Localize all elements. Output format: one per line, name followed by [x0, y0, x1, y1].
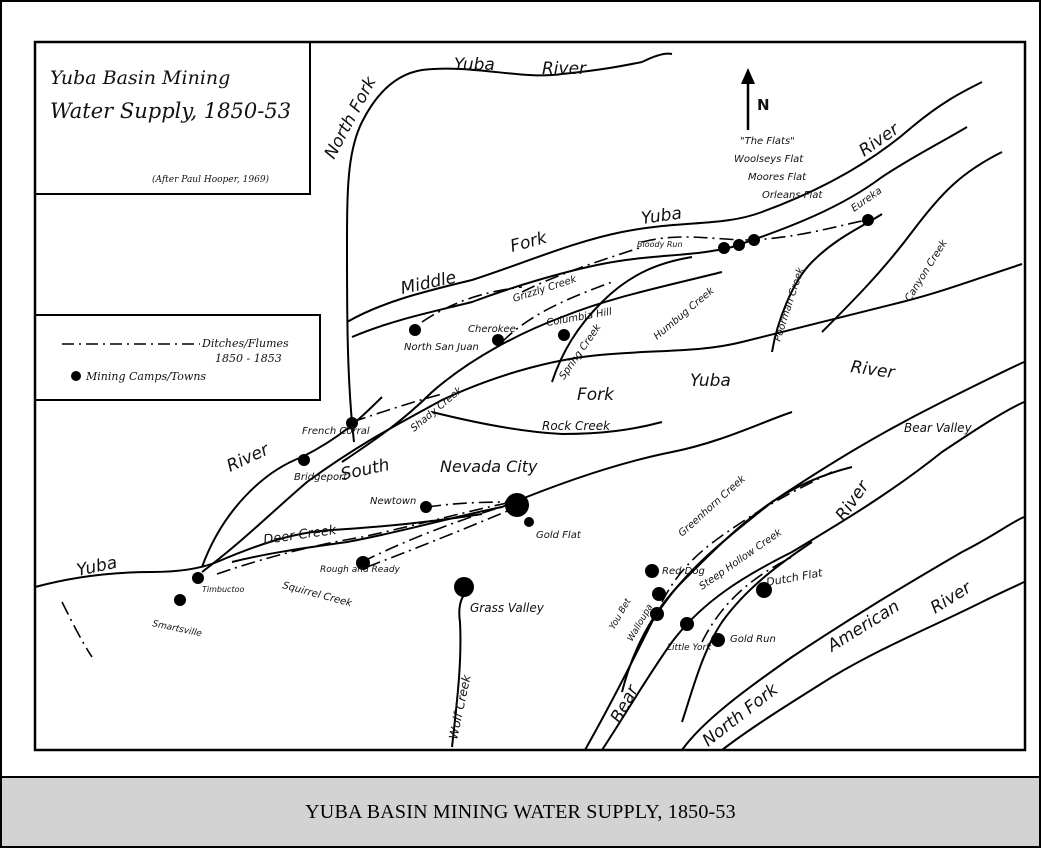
label-north-fork-am: North Fork — [699, 679, 783, 751]
label-gold-run: Gold Run — [730, 634, 776, 645]
town-dot-north-san-juan — [409, 324, 421, 336]
label-little-york: Little York — [667, 643, 712, 653]
town-dot-timbuctoo — [192, 572, 204, 584]
map-title-line1: Yuba Basin Mining — [50, 67, 230, 89]
label-middle: Middle — [399, 268, 458, 299]
map-area: Yuba Basin Mining Water Supply, 1850-53 … — [2, 2, 1039, 778]
label-bear-valley: Bear Valley — [904, 421, 973, 435]
label-american: American — [823, 596, 903, 656]
label-smartsville: Smartsville — [151, 619, 203, 639]
town-dot-little-york — [680, 617, 694, 631]
label-bridgeport: Bridgeport — [294, 472, 348, 483]
town-dot-dutch-flat — [756, 582, 772, 598]
label-wolf: Wolf Creek — [446, 673, 474, 741]
label-river-bear: River — [832, 476, 874, 524]
label-squirrel: Squirrel Creek — [281, 580, 354, 609]
label-grass-valley: Grass Valley — [470, 601, 545, 615]
legend-camp-symbol — [71, 371, 81, 381]
town-dot-cherokee — [492, 334, 504, 346]
town-dot-smartsville — [174, 594, 186, 606]
town-dot-columbia-hill — [558, 329, 570, 341]
label-yuba-south: Yuba — [690, 371, 731, 391]
label-north-san-juan: North San Juan — [404, 342, 479, 353]
legend-camps-label: Mining Camps/Towns — [85, 370, 206, 383]
town-labels: "The Flats" Woolseys Flat Moores Flat Or… — [151, 136, 884, 653]
map-title-line2: Water Supply, 1850-53 — [50, 99, 291, 123]
label-bear: Bear — [607, 681, 644, 726]
label-humbug: Humbug Creek — [652, 285, 717, 342]
north-label: N — [757, 96, 770, 114]
label-bloody-run: Bloody Run — [637, 240, 683, 249]
label-newtown: Newtown — [370, 496, 416, 507]
label-river-nf: River — [542, 59, 587, 79]
label-river-american: River — [927, 577, 976, 618]
north-arrow: N — [741, 68, 770, 130]
label-red-dog: Red Dog — [662, 566, 705, 577]
label-rock: Rock Creek — [542, 419, 611, 433]
label-yuba-w: Yuba — [75, 553, 119, 581]
town-dot-nevada-city — [505, 493, 529, 517]
town-markers — [174, 214, 874, 647]
label-cherokee: Cherokee — [468, 324, 516, 335]
legend-box: Ditches/Flumes 1850 - 1853 Mining Camps/… — [34, 314, 321, 401]
town-dot-red-dog — [645, 564, 659, 578]
town-dot-eureka — [862, 214, 874, 226]
label-eureka: Eureka — [849, 185, 884, 214]
town-dot-rough-ready — [356, 556, 370, 570]
label-shady: Shady Creek — [409, 384, 466, 434]
label-yuba-nf: Yuba — [454, 55, 495, 75]
legend-ditches-label: Ditches/Flumes — [201, 337, 289, 350]
town-dot-gold-flat — [524, 517, 534, 527]
label-north-fork: North Fork — [321, 73, 381, 163]
label-the-flats: "The Flats" — [740, 136, 795, 147]
label-river-south-e: River — [849, 357, 896, 383]
label-you-bet: You Bet — [608, 597, 634, 632]
label-timbuctoo: Timbuctoo — [202, 585, 244, 594]
label-fork-south: Fork — [577, 385, 615, 405]
river-labels: North Fork Yuba River Middle Fork Yuba R… — [75, 55, 976, 751]
title-box: Yuba Basin Mining Water Supply, 1850-53 … — [34, 41, 311, 195]
map-credit: (After Paul Hooper, 1969) — [152, 174, 270, 185]
label-french-corral: French Corral — [302, 426, 370, 437]
label-orleans: Orleans Flat — [762, 190, 823, 201]
label-river-w: River — [224, 439, 273, 476]
label-gold-flat: Gold Flat — [536, 530, 582, 541]
label-woolseys: Woolseys Flat — [734, 154, 804, 165]
label-nevada-city: Nevada City — [440, 457, 538, 476]
town-dot-orleans — [748, 234, 760, 246]
label-poorman: Poorman Creek — [772, 265, 807, 343]
label-moores: Moores Flat — [748, 172, 807, 183]
town-dot-bridgeport — [298, 454, 310, 466]
label-rough-ready: Rough and Ready — [320, 565, 401, 575]
town-dot-woolseys — [718, 242, 730, 254]
label-fork-mf: Fork — [508, 228, 550, 257]
town-dot-french-corral — [346, 417, 358, 429]
label-river-mf: River — [855, 119, 903, 161]
rivers — [34, 52, 1025, 751]
caption-bar: YUBA BASIN MINING WATER SUPPLY, 1850-53 — [2, 778, 1039, 846]
town-dot-walloupa — [650, 607, 664, 621]
town-dot-you-bet — [652, 587, 666, 601]
town-dot-gold-run — [711, 633, 725, 647]
town-dot-moores — [733, 239, 745, 251]
legend-ditches-years: 1850 - 1853 — [215, 352, 282, 365]
map-canvas: Yuba Basin Mining Water Supply, 1850-53 … — [33, 40, 1027, 752]
figure-caption: YUBA BASIN MINING WATER SUPPLY, 1850-53 — [305, 800, 736, 823]
town-dot-newtown — [420, 501, 432, 513]
label-canyon: Canyon Creek — [903, 237, 950, 303]
town-dot-grass-valley — [454, 577, 474, 597]
